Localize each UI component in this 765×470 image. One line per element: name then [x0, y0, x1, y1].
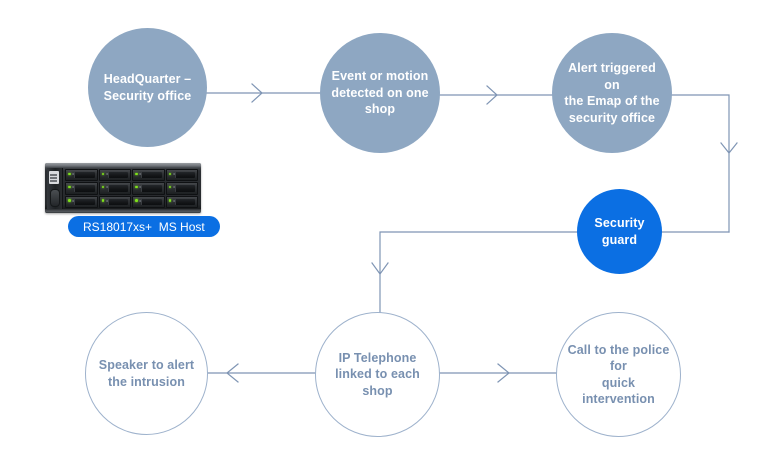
- node-call-police[interactable]: Call to the police for quick interventio…: [556, 312, 681, 437]
- node-alert-emap-label: Alert triggered on the Emap of the secur…: [564, 61, 660, 125]
- server-chassis-bottom-edge: [45, 209, 201, 213]
- rackstation-server-image: [45, 163, 201, 213]
- power-button-icon: [50, 189, 60, 207]
- node-event-detected-label: Event or motion detected on one shop: [331, 69, 429, 117]
- drive-bay: [98, 195, 131, 208]
- server-front-panel: [47, 168, 63, 209]
- node-headquarter-label: HeadQuarter – Security office: [103, 72, 192, 103]
- server-status-led-panel: [49, 171, 59, 184]
- drive-bay: [132, 182, 165, 195]
- drive-bay: [165, 182, 198, 195]
- server-chassis: [45, 163, 201, 213]
- node-security-guard[interactable]: Security guard: [577, 189, 662, 274]
- drive-bay-grid: [64, 168, 199, 209]
- drive-bay: [165, 195, 198, 208]
- drive-bay: [98, 169, 131, 182]
- server-chassis-top-edge: [45, 163, 201, 168]
- node-ip-telephone[interactable]: IP Telephone linked to each shop: [315, 312, 440, 437]
- drive-bay: [65, 169, 98, 182]
- node-event-detected[interactable]: Event or motion detected on one shop: [320, 33, 440, 153]
- node-speaker-alert-label: Speaker to alert the intrusion: [98, 358, 195, 389]
- connector-event-to-alert: [439, 85, 553, 105]
- connector-guard-to-telephone: [371, 231, 730, 313]
- connector-hq-to-event: [206, 83, 321, 103]
- connector-alert-to-guard: [671, 94, 738, 233]
- drive-bay: [132, 195, 165, 208]
- node-ip-telephone-label: IP Telephone linked to each shop: [335, 350, 420, 398]
- node-alert-emap[interactable]: Alert triggered on the Emap of the secur…: [552, 33, 672, 153]
- node-speaker-alert[interactable]: Speaker to alert the intrusion: [85, 312, 208, 435]
- connector-telephone-to-police: [439, 363, 557, 383]
- connector-telephone-to-speaker: [207, 363, 316, 383]
- node-headquarter[interactable]: HeadQuarter – Security office: [88, 28, 207, 147]
- node-security-guard-label: Security guard: [594, 216, 645, 247]
- drive-bay: [98, 182, 131, 195]
- drive-bay: [65, 195, 98, 208]
- drive-bay: [165, 169, 198, 182]
- server-model-badge: RS18017xs+ MS Host: [68, 216, 220, 237]
- drive-bay: [132, 169, 165, 182]
- node-call-police-label: Call to the police for quick interventio…: [567, 342, 670, 407]
- drive-bay: [65, 182, 98, 195]
